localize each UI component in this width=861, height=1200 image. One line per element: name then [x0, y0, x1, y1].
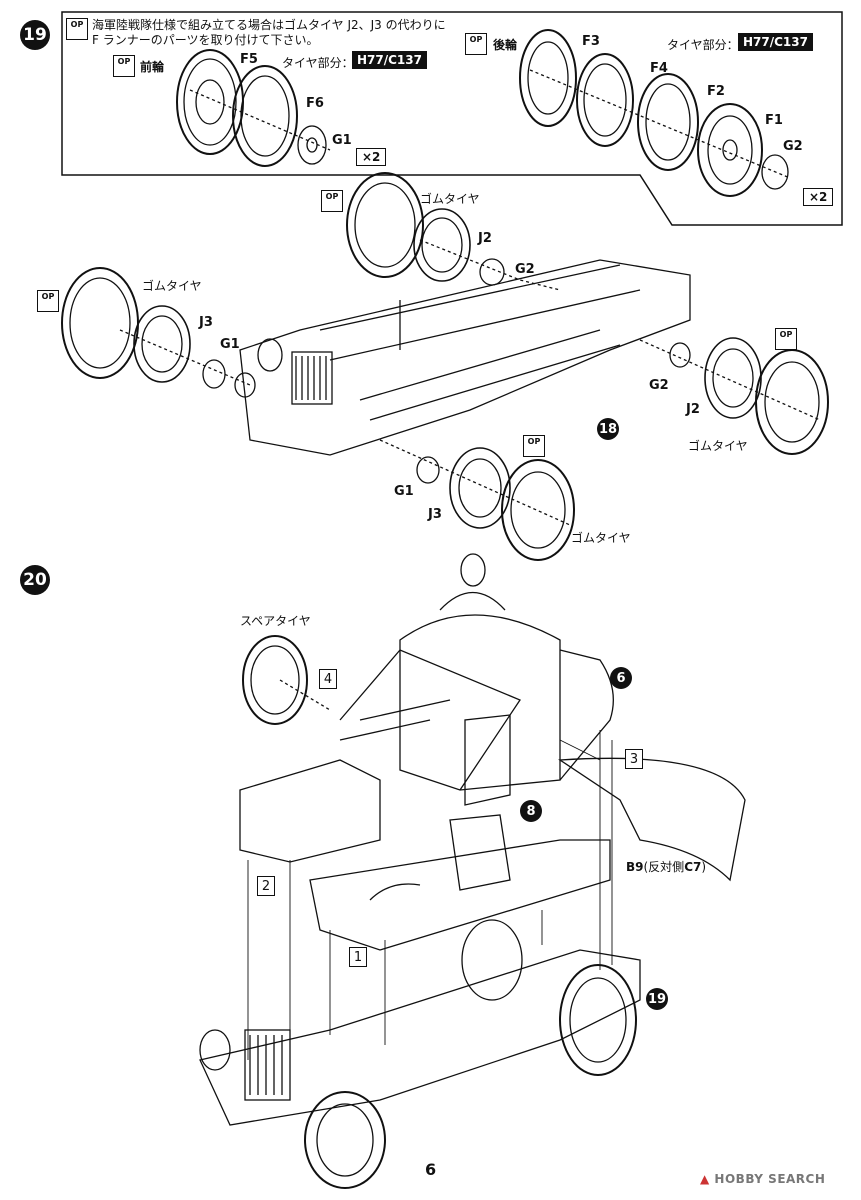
part-g2: G2: [649, 378, 669, 393]
step19-frame: [61, 11, 843, 226]
ref-step-19: 19: [646, 988, 668, 1010]
op-part-icon: OP: [113, 55, 135, 77]
part-c7: C7: [684, 860, 702, 874]
part-f4: F4: [650, 61, 668, 76]
rear-wheel-label: 後輪: [493, 38, 518, 52]
tire-part-code: H77/C137: [738, 33, 813, 51]
part-j3: J3: [428, 507, 442, 522]
part-f3: F3: [582, 34, 600, 49]
part-f5: F5: [240, 52, 258, 67]
ref-step-6: 6: [610, 667, 632, 689]
rubber-tire-label: ゴムタイヤ: [142, 279, 202, 293]
step-number-19: 19: [20, 20, 50, 50]
ref-step-18: 18: [597, 418, 619, 440]
b9-callout: B9(反対側C7): [626, 860, 707, 874]
note-line-2: F ランナーのパーツを取り付けて下さい。: [92, 33, 319, 47]
chassis-step19: [61, 172, 829, 561]
op-part-icon: OP: [523, 435, 545, 457]
part-f2: F2: [707, 84, 725, 99]
front-wheel-exploded: [176, 49, 331, 167]
page-number: 6: [425, 1160, 437, 1179]
op-part-icon: OP: [66, 18, 88, 40]
part-j2: J2: [686, 402, 700, 417]
op-part-icon: OP: [37, 290, 59, 312]
watermark-logo-icon: ▲: [700, 1172, 710, 1186]
sequence-box-1: 1: [349, 947, 367, 967]
tire-part-label: タイヤ部分：: [282, 56, 354, 70]
part-j3: J3: [199, 315, 213, 330]
rubber-tire-label: ゴムタイヤ: [420, 192, 480, 206]
quantity-badge: ×2: [803, 188, 834, 206]
rear-wheel-exploded: [519, 29, 791, 197]
rubber-tire-label: ゴムタイヤ: [571, 531, 631, 545]
op-part-icon: OP: [465, 33, 487, 55]
part-f1: F1: [765, 113, 783, 128]
op-part-icon: OP: [775, 328, 797, 350]
part-g1: G1: [332, 133, 352, 148]
tire-part-label: タイヤ部分：: [667, 38, 739, 52]
op-part-icon: OP: [321, 190, 343, 212]
quantity-badge: ×2: [356, 148, 387, 166]
tire-part-code: H77/C137: [352, 51, 427, 69]
part-g2: G2: [515, 262, 535, 277]
part-f6: F6: [306, 96, 324, 111]
part-g2: G2: [783, 139, 803, 154]
part-j2: J2: [478, 231, 492, 246]
part-b9: B9: [626, 860, 644, 874]
rubber-tire-label: ゴムタイヤ: [688, 439, 748, 453]
ref-step-8: 8: [520, 800, 542, 822]
sequence-box-3: 3: [625, 749, 643, 769]
part-g1: G1: [220, 337, 240, 352]
watermark: ▲ HOBBY SEARCH: [700, 1172, 826, 1186]
step-number-20: 20: [20, 565, 50, 595]
spare-tire-label: スペアタイヤ: [240, 614, 311, 628]
sequence-box-2: 2: [257, 876, 275, 896]
front-wheel-label: 前輪: [140, 60, 165, 74]
armored-body: [199, 553, 746, 1189]
note-line-1: 海軍陸戦隊仕様で組み立てる場合はゴムタイヤ J2、J3 の代わりに: [92, 18, 446, 32]
sequence-box-4: 4: [319, 669, 337, 689]
part-g1: G1: [394, 484, 414, 499]
